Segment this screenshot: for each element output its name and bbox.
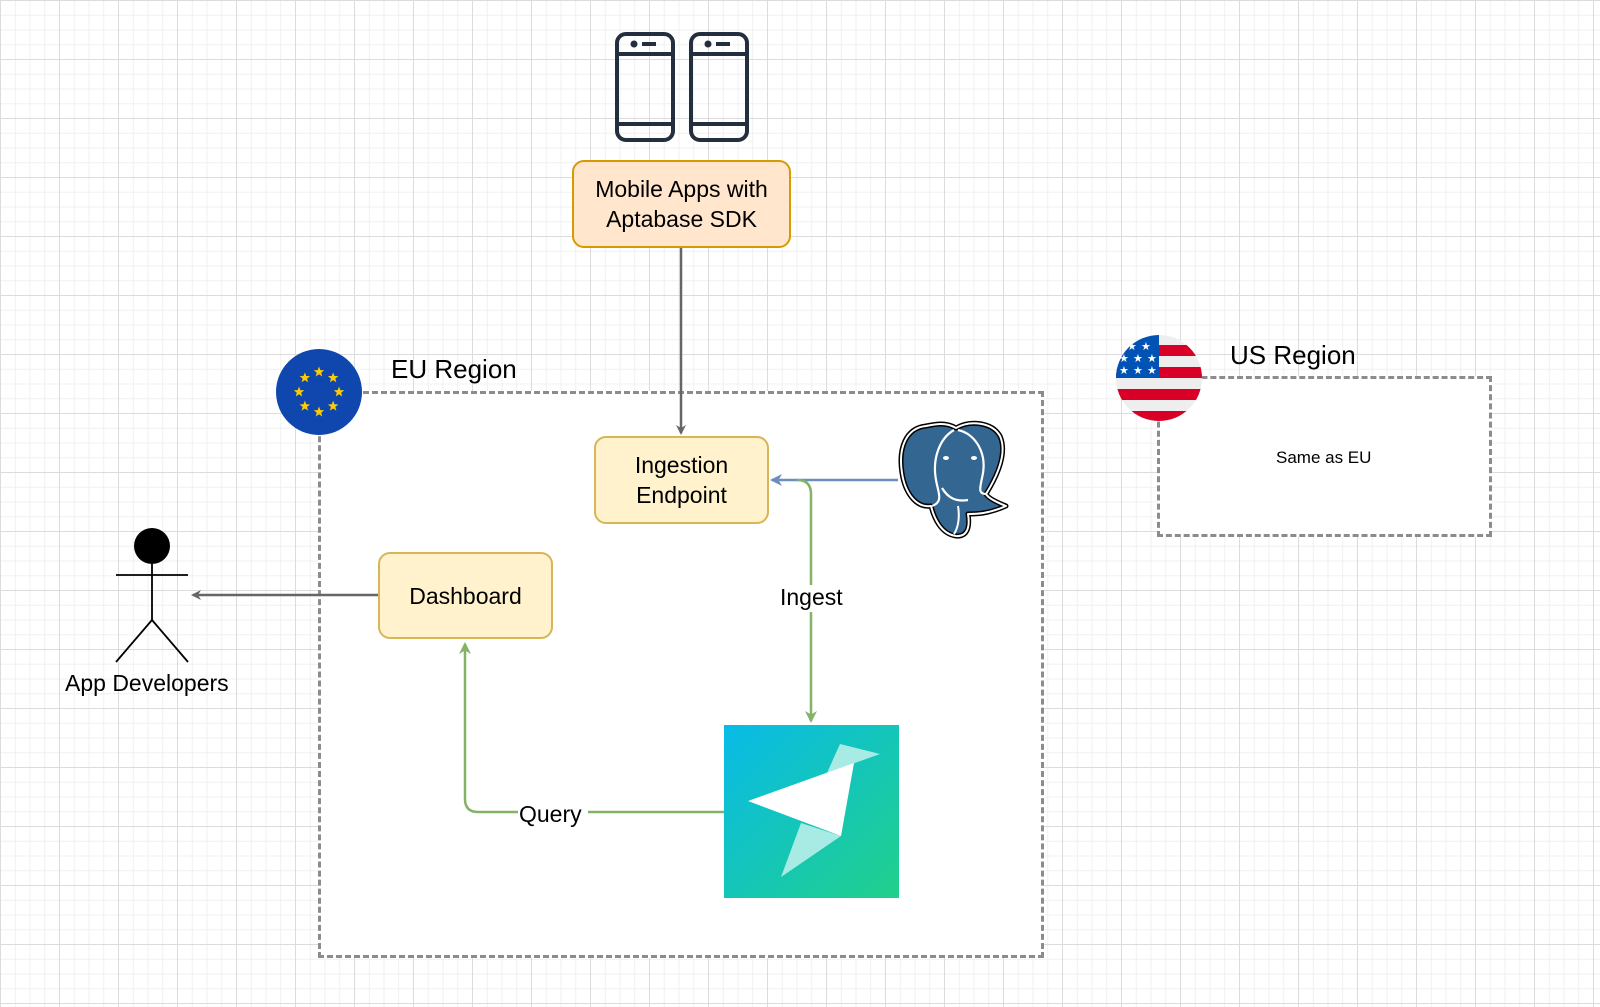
ingestion-label-line2: Endpoint [636,482,727,508]
mobile-apps-label-line2: Aptabase SDK [606,206,757,232]
ingestion-endpoint-node[interactable]: Ingestion Endpoint [594,436,769,524]
eu-region-title: EU Region [391,354,517,384]
svg-text:★: ★ [1127,340,1137,353]
svg-text:★: ★ [1133,352,1143,365]
svg-text:★: ★ [1119,352,1129,365]
actor-label: App Developers [65,670,229,696]
mobile-apps-label-line1: Mobile Apps with [595,176,768,202]
svg-text:★: ★ [1141,340,1151,353]
edge-query [465,644,725,814]
dashboard-label: Dashboard [409,582,522,609]
edge-label-query: Query [519,801,582,827]
eu-star [313,366,325,377]
svg-text:★: ★ [1147,364,1157,377]
stick-figure-actor-icon [115,528,189,663]
dashboard-node[interactable]: Dashboard [378,552,553,639]
eu-flag-icon [276,349,362,435]
svg-text:★: ★ [1147,352,1157,365]
eu-star [293,386,305,397]
ingestion-label-line1: Ingestion [634,452,729,478]
edge-ingest [796,478,811,721]
edge-label-ingest: Ingest [780,584,843,610]
svg-text:★: ★ [1133,364,1143,377]
us-region-body: Same as EU [1276,448,1372,467]
mobile-apps-node[interactable]: Mobile Apps with Aptabase SDK [572,160,791,248]
tinybird-logo-icon [724,725,899,898]
eu-star [333,386,345,397]
svg-text:★: ★ [1119,364,1129,377]
eu-star [299,400,311,411]
eu-star [313,406,325,417]
us-region-container [1157,376,1492,537]
mobile-phones-icon [615,32,749,142]
us-flag-icon: ★★ ★★★ ★★★ [1116,335,1202,421]
eu-star [299,372,311,383]
postgresql-elephant-icon [898,420,1009,539]
eu-star [327,372,339,383]
us-region-title: US Region [1230,340,1356,370]
eu-star [327,400,339,411]
